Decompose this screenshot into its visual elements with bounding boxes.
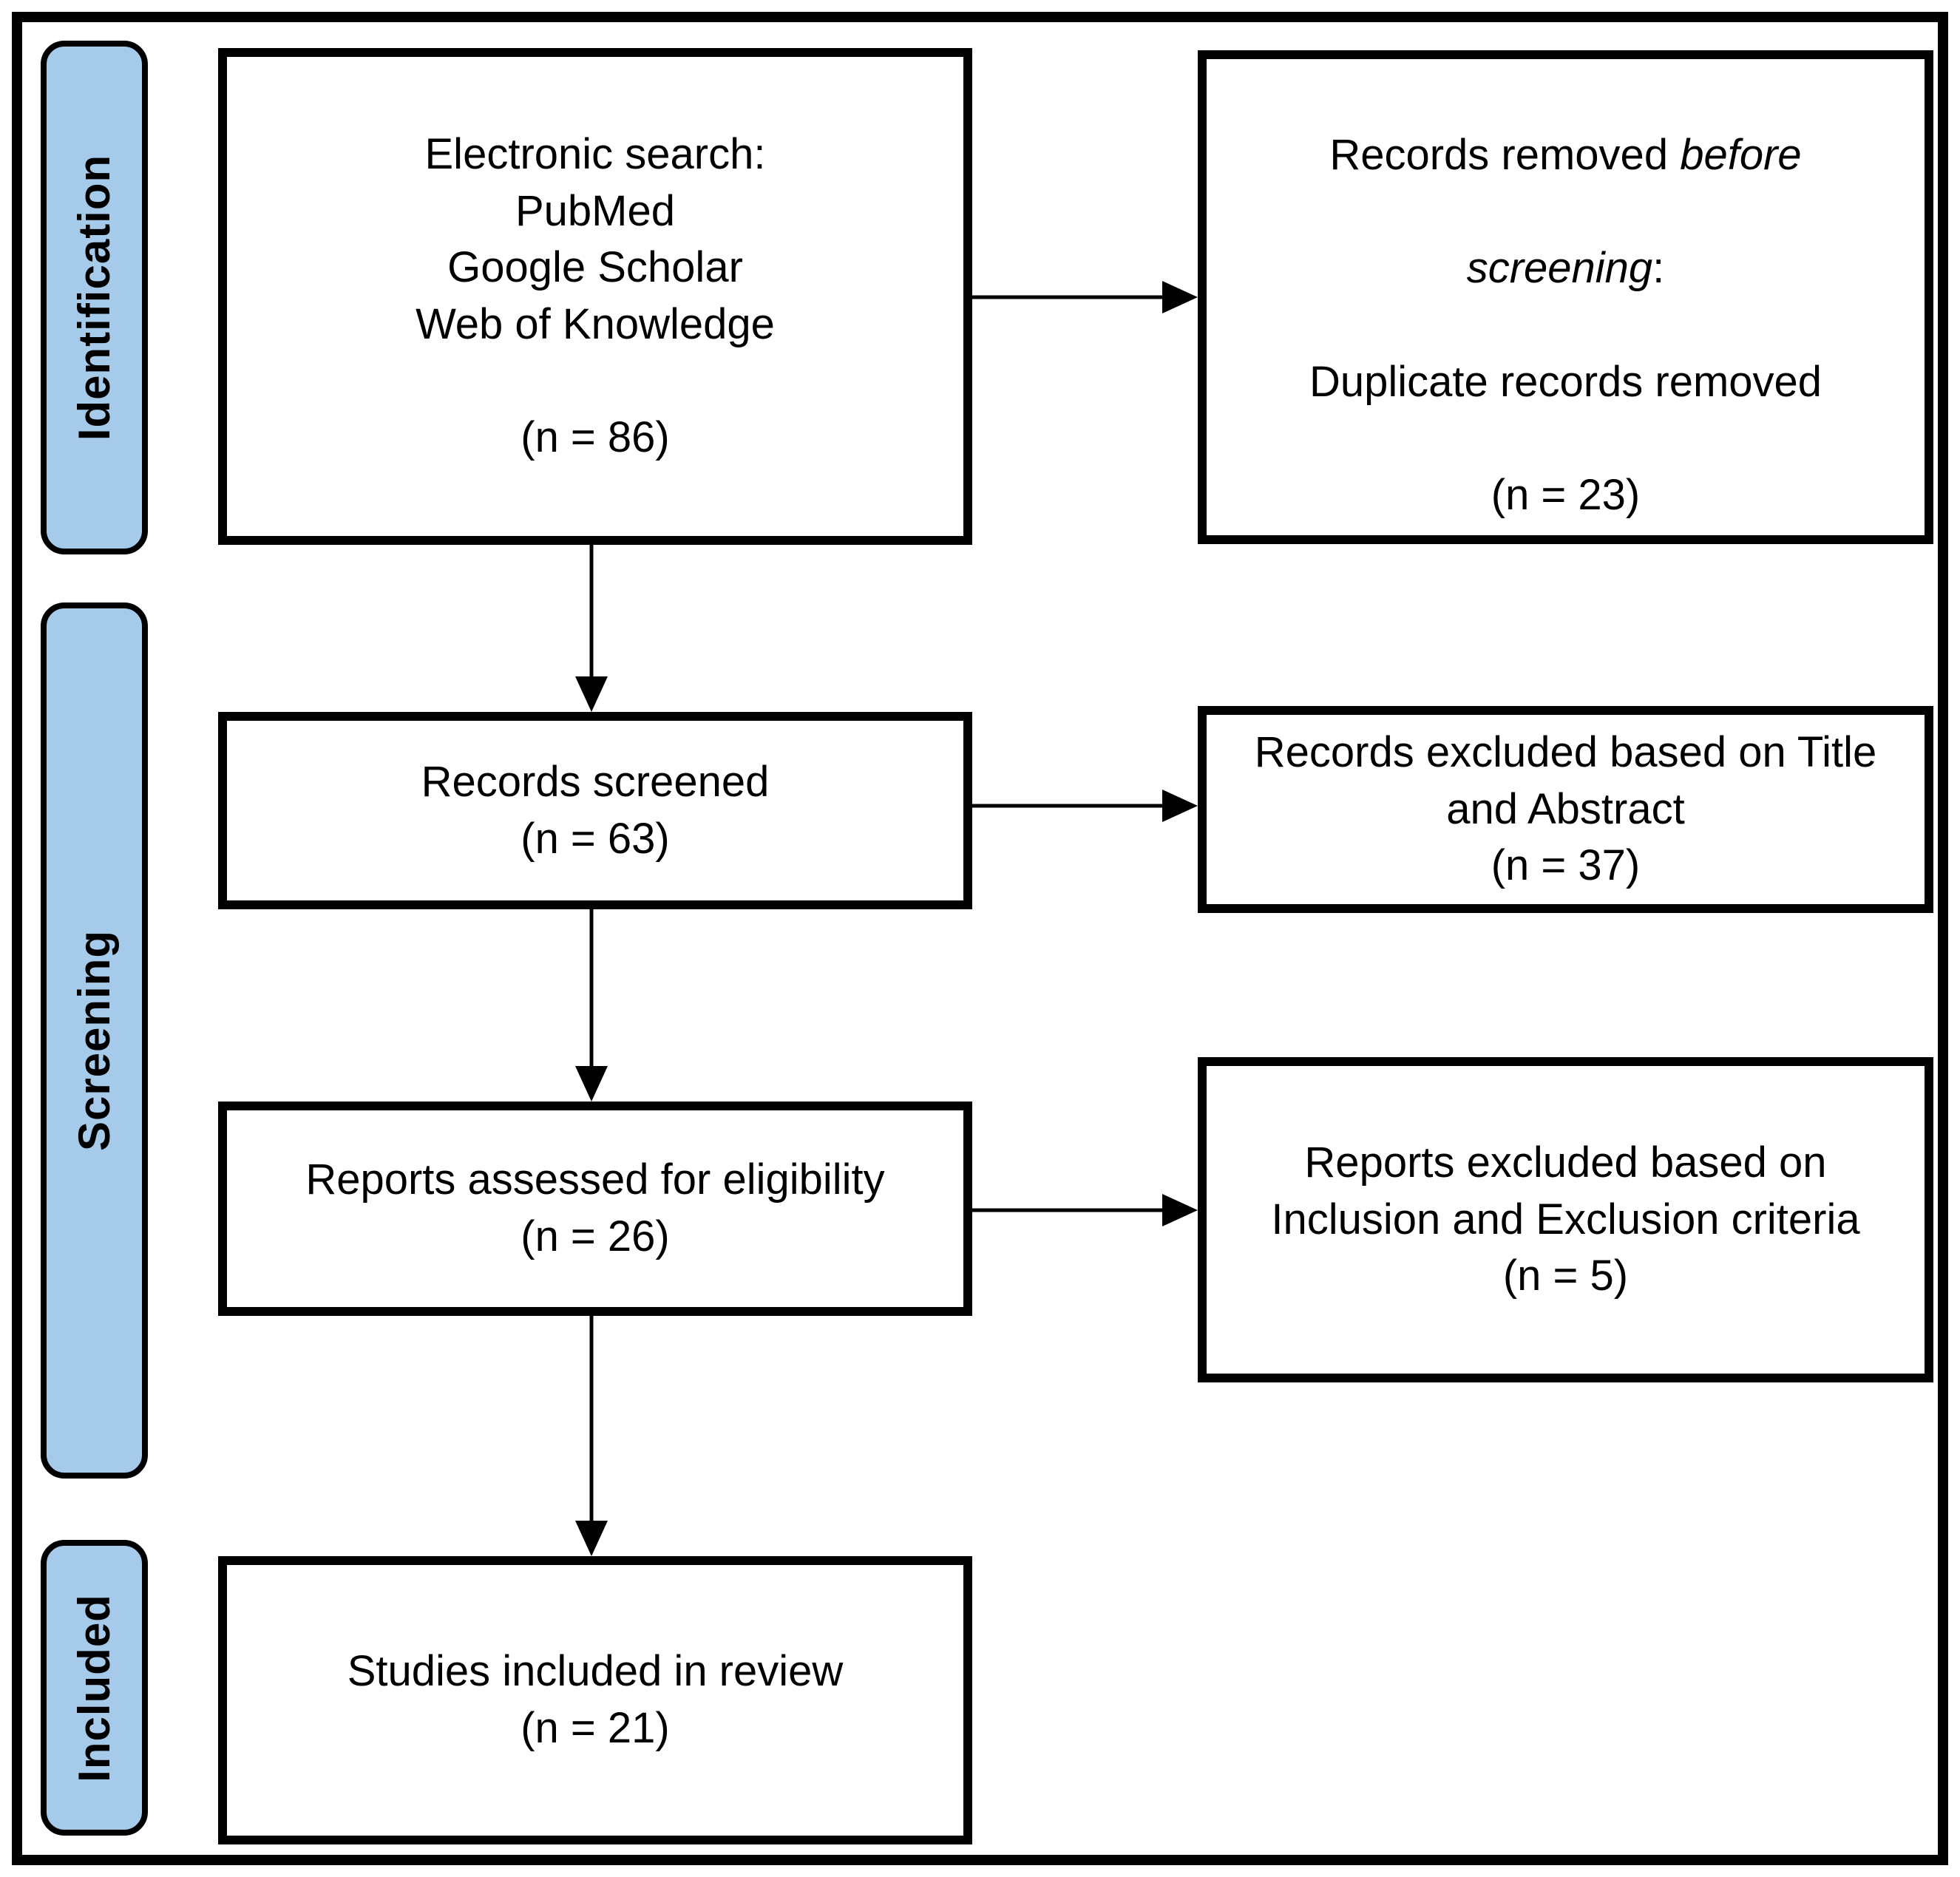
box-reports-assessed-eligibility: Reports assessed for eligibility (n = 26…: [218, 1102, 972, 1316]
box-records-screened-text: Records screened (n = 63): [421, 757, 770, 863]
box-records-screened: Records screened (n = 63): [218, 712, 972, 909]
stage-label-screening-text: Screening: [69, 929, 120, 1152]
box-studies-included-review: Studies included in review (n = 21): [218, 1556, 972, 1844]
box-records-removed-text: Records removed before screening: Duplic…: [1295, 71, 1837, 523]
stage-label-identification-text: Identification: [69, 154, 119, 441]
records-removed-line2-colon: :: [1652, 244, 1665, 293]
diagram-outer-frame: [12, 12, 1948, 1865]
box-reports-excluded-criteria-text: Reports excluded based on Inclusion and …: [1271, 1138, 1860, 1300]
stage-label-included: Included: [41, 1540, 148, 1836]
box-records-excluded-title-abstract-text: Records excluded based on Title and Abst…: [1254, 728, 1877, 890]
stage-label-identification: Identification: [41, 41, 148, 554]
box-records-removed-before-screening: Records removed before screening: Duplic…: [1198, 50, 1933, 544]
records-removed-line1-regular: Records removed: [1329, 131, 1681, 180]
box-reports-assessed-eligibility-text: Reports assessed for eligibility (n = 26…: [305, 1155, 885, 1260]
records-removed-line2-italic: screening: [1466, 244, 1653, 293]
stage-label-included-text: Included: [69, 1593, 119, 1782]
box-records-excluded-title-abstract: Records excluded based on Title and Abst…: [1198, 706, 1933, 913]
box-studies-included-review-text: Studies included in review (n = 21): [347, 1647, 844, 1752]
records-removed-line1-italic: before: [1680, 131, 1802, 180]
records-removed-line3: Duplicate records removed: [1309, 357, 1822, 406]
records-removed-count: (n = 23): [1491, 470, 1641, 519]
box-electronic-search: Electronic search: PubMed Google Scholar…: [218, 48, 972, 545]
box-reports-excluded-criteria: Reports excluded based on Inclusion and …: [1198, 1057, 1933, 1382]
stage-label-screening: Screening: [41, 603, 148, 1479]
box-electronic-search-text: Electronic search: PubMed Google Scholar…: [416, 130, 775, 462]
